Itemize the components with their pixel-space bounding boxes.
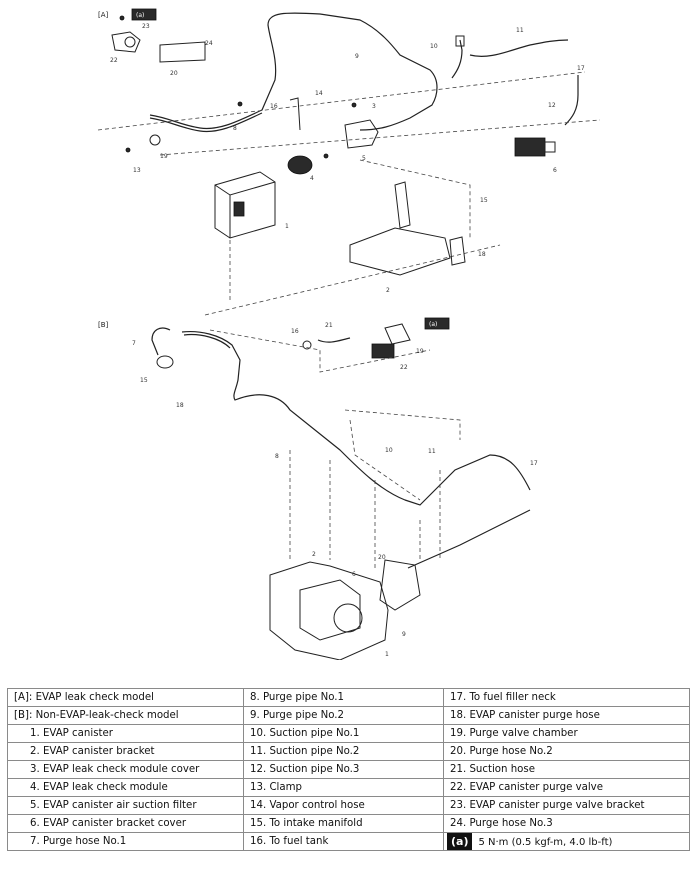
legend-cell: 14. Vapor control hose [243,796,444,815]
callout-10b: 10 [385,447,393,454]
legend-cell: 16. To fuel tank [243,832,444,851]
callout-18b: 18 [176,402,184,409]
callout-6b: 6 [352,571,356,578]
callout-11: 11 [516,27,524,34]
parts-legend-table: [A]: EVAP leak check model 8. Purge pipe… [7,688,690,851]
legend-row: 3. EVAP leak check module cover 12. Suct… [7,760,690,779]
legend-cell: 10. Suction pipe No.1 [243,724,444,743]
legend-row: 1. EVAP canister 10. Suction pipe No.1 1… [7,724,690,743]
legend-cell: 8. Purge pipe No.1 [243,688,444,707]
purge-pipe-no1-b [181,330,531,506]
callout-16b: 16 [291,328,299,335]
evap-canister-bracket-a [349,181,466,276]
evap-system-exploded-diagram: [A] (a) [97,8,601,660]
legend-cell: 18. EVAP canister purge hose [443,706,690,725]
callout-20: 20 [170,70,178,77]
callout-19b: 19 [416,348,424,355]
legend-cell: 15. To intake manifold [243,814,444,833]
legend-row: 2. EVAP canister bracket 11. Suction pip… [7,742,690,761]
callout-16: 16 [270,103,278,110]
purge-hose-no1 [151,327,171,356]
torque-icon-b: (a) [424,317,450,330]
callout-7: 7 [132,340,136,347]
callout-9: 9 [355,53,359,60]
evap-canister-b [269,509,531,660]
callout-1: 1 [285,223,289,230]
legend-cell: 19. Purge valve chamber [443,724,690,743]
callout-14: 14 [315,90,323,97]
callout-6: 6 [553,167,557,174]
callout-24: 24 [205,40,213,47]
callout-1b: 1 [385,651,389,658]
screw-parts [119,15,357,159]
callout-22: 22 [110,57,118,64]
callout-15b: 15 [140,377,148,384]
legend-row: [A]: EVAP leak check model 8. Purge pipe… [7,688,690,707]
callout-3: 3 [372,103,376,110]
callout-8: 8 [233,125,237,132]
callout-20b: 20 [378,554,386,561]
callout-22b: 22 [400,364,408,371]
legend-cell: 2. EVAP canister bracket [7,742,244,761]
callout-18: 18 [478,251,486,258]
suction-pipe-no1 [469,39,569,57]
callout-9b: 9 [402,631,406,638]
legend-cell: 12. Suction pipe No.3 [243,760,444,779]
callout-10: 10 [430,43,438,50]
callout-12: 12 [548,102,556,109]
torque-icon: (a) [131,8,157,21]
legend-cell: 4. EVAP leak check module [7,778,244,797]
svg-text:(a): (a) [429,321,437,328]
purge-valve-bracket [111,31,206,63]
callout-11b: 11 [428,448,436,455]
torque-wrench-icon: (a) [447,833,473,850]
legend-cell: 7. Purge hose No.1 [7,832,244,851]
legend-cell: 24. Purge hose No.3 [443,814,690,833]
legend-cell: 20. Purge hose No.2 [443,742,690,761]
legend-row: 6. EVAP canister bracket cover 15. To in… [7,814,690,833]
legend-row: [B]: Non-EVAP-leak-check model 9. Purge … [7,706,690,725]
suction-pipe-connector [455,35,465,47]
legend-row: 5. EVAP canister air suction filter 14. … [7,796,690,815]
callout-labels: 23 24 22 20 9 10 11 17 12 6 14 16 3 8 13… [110,23,585,658]
section-a-label: [A] [98,11,109,19]
callout-13: 13 [133,167,141,174]
legend-cell: 9. Purge pipe No.2 [243,706,444,725]
evap-purge-valve-b [302,323,411,359]
suction-pipe-no3 [564,75,579,126]
callout-2b: 2 [312,551,316,558]
callout-21: 21 [325,322,333,329]
evap-canister-a [214,171,276,239]
legend-cell: 6. EVAP canister bracket cover [7,814,244,833]
callout-15: 15 [480,197,488,204]
callout-17: 17 [577,65,585,72]
callout-8b: 8 [275,453,279,460]
torque-value: 5 N·m (0.5 kgf-m, 4.0 lb-ft) [478,837,613,848]
legend-cell: 22. EVAP canister purge valve [443,778,690,797]
legend-row: 4. EVAP leak check module 13. Clamp 22. … [7,778,690,797]
legend-cell: [A]: EVAP leak check model [7,688,244,707]
legend-cell: 23. EVAP canister purge valve bracket [443,796,690,815]
legend-cell: 3. EVAP leak check module cover [7,760,244,779]
callout-17b: 17 [530,460,538,467]
legend-cell: 1. EVAP canister [7,724,244,743]
legend-cell: 21. Suction hose [443,760,690,779]
callout-5: 5 [362,155,366,162]
purge-pipe-no2 [149,12,438,131]
legend-cell: 5. EVAP canister air suction filter [7,796,244,815]
legend-row: 7. Purge hose No.1 16. To fuel tank (a) 5… [7,832,690,851]
svg-text:(a): (a) [136,12,144,19]
callout-23: 23 [142,23,150,30]
legend-cell: 11. Suction pipe No.2 [243,742,444,761]
legend-cell: 13. Clamp [243,778,444,797]
legend-torque-cell: (a) 5 N·m (0.5 kgf-m, 4.0 lb-ft) [443,832,690,851]
callout-4: 4 [310,175,314,182]
callout-2: 2 [386,287,390,294]
callout-19: 19 [160,153,168,160]
evap-leak-check-module [287,97,379,175]
section-b-label: [B] [98,321,109,329]
evap-purge-valve-a [514,137,556,157]
legend-cell: 17. To fuel filler neck [443,688,690,707]
legend-cell: [B]: Non-EVAP-leak-check model [7,706,244,725]
